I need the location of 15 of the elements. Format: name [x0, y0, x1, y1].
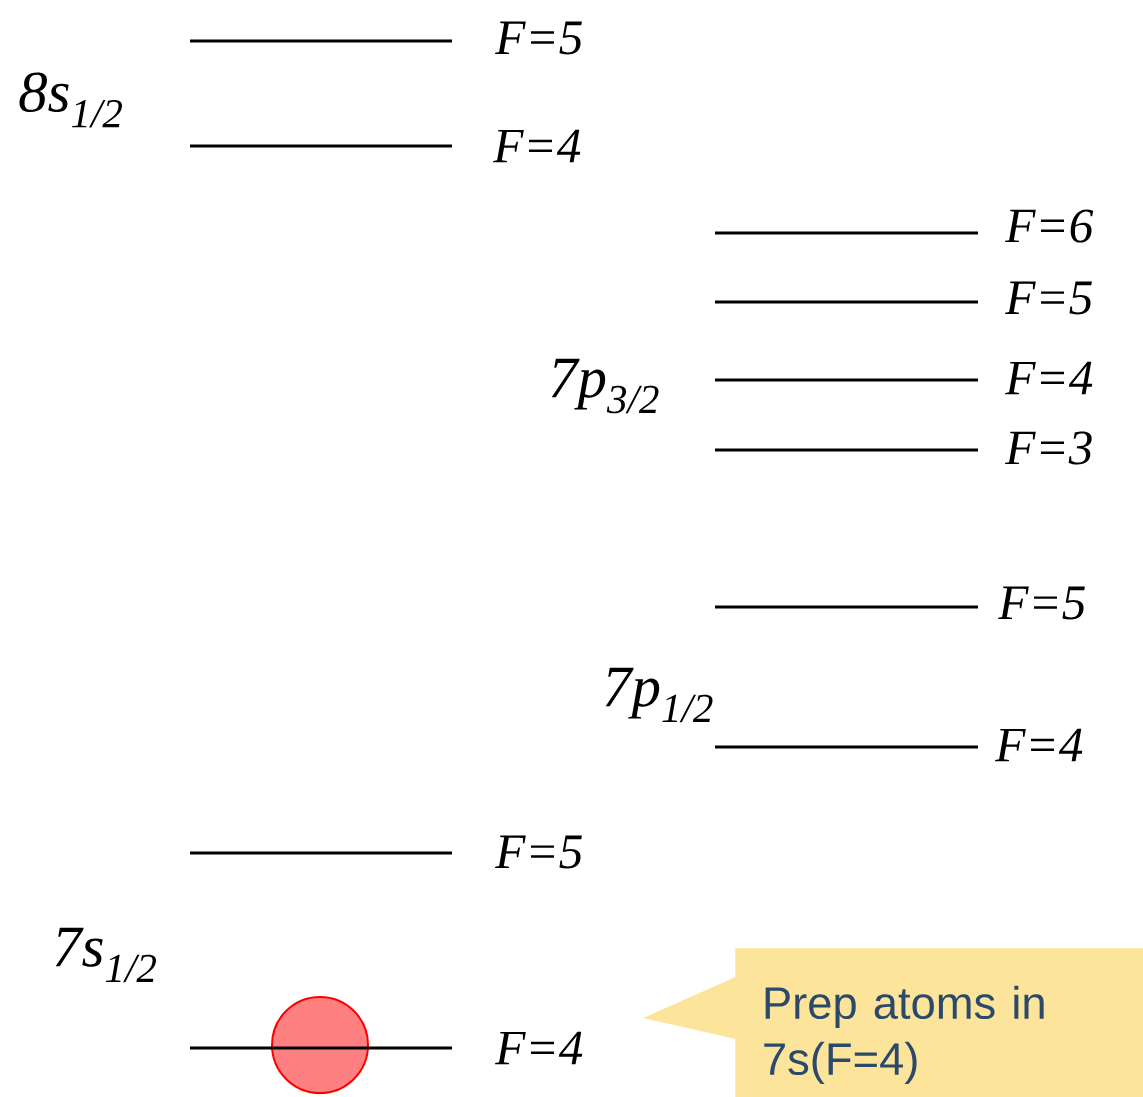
level-label: F=4: [1005, 361, 1093, 395]
state-label: 7p$_{3/2}$: [551, 358, 659, 414]
level-label: F=6: [1005, 209, 1094, 243]
level-label: F=4: [493, 129, 581, 163]
callout-box: Prep atoms in 7s(F=4): [643, 948, 1143, 1097]
level-label: F=4: [995, 728, 1083, 762]
level-label: F=5: [998, 586, 1085, 620]
level-label: F=3: [1005, 431, 1092, 465]
level-label: F=5: [495, 835, 582, 869]
level-label: F=4: [495, 1031, 583, 1065]
level-label: F=5: [1005, 281, 1092, 315]
state-label: 8s$_{1/2}$: [19, 72, 122, 128]
state-label: 7s$_{1/2}$: [55, 927, 156, 983]
level-label: F=5: [495, 21, 582, 55]
state-label: 7p$_{1/2}$: [605, 667, 713, 723]
